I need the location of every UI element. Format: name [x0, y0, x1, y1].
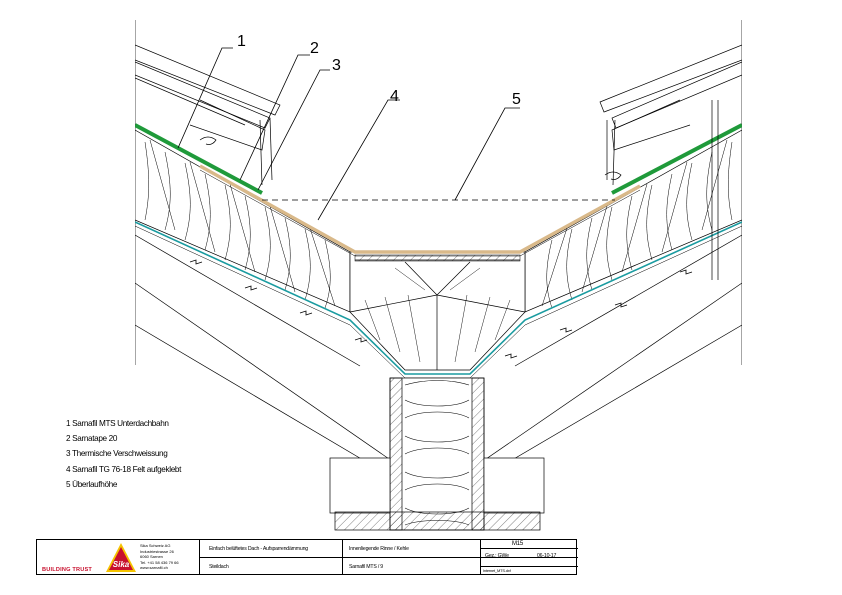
file-name: Internet_MTS.dxf: [483, 568, 511, 573]
roof-tiles-left: [135, 44, 281, 186]
brand-slogan: BUILDING TRUST: [42, 567, 93, 573]
legend-item: 1 Sarnafil MTS Unterdachbahn: [66, 419, 169, 428]
title-block: Einfach belüftetes Dach - Aufsparrendämm…: [36, 539, 578, 575]
callout-1: 1: [237, 33, 246, 50]
drawn-by: Gez.: GWe: [485, 553, 509, 559]
callout-5: 5: [512, 91, 521, 108]
detail-1: Innenliegende Rinne / Kehle: [349, 546, 409, 552]
drawing-code: M15: [512, 541, 524, 547]
drawing-date: 06-10-17: [537, 553, 557, 559]
legend-item: 4 Sarnafil TG 76-18 Felt aufgeklebt: [66, 464, 182, 474]
felt-layer: [199, 164, 641, 254]
insulation-left: [135, 129, 351, 313]
legend-item: 3 Thermische Verschweissung: [66, 449, 168, 459]
callout-leaders: [177, 47, 520, 221]
legend-item: 5 Überlaufhöhe: [66, 479, 118, 489]
support-post: [329, 377, 545, 531]
underlay-membrane-green: [135, 123, 742, 195]
gutter-center-block: [349, 251, 526, 371]
description-2: Steildach: [209, 564, 229, 570]
detail-2: Sarnafil MTS / 9: [349, 564, 383, 570]
callout-2: 2: [310, 40, 319, 57]
company-address: Sika Schweiz AG Industriestrasse 26 6060…: [140, 543, 179, 571]
callout-4: 4: [390, 88, 399, 105]
callout-3: 3: [332, 57, 341, 74]
roof-tiles-right: [599, 44, 742, 280]
legend: 1 Sarnafil MTS Unterdachbahn 2 Sarnatape…: [66, 416, 181, 492]
insulation-right: [524, 129, 742, 313]
roof-structure-lines: [135, 20, 742, 471]
callout-numbers: 1 2 3 4 5: [237, 33, 521, 108]
legend-item: 2 Sarnatape 20: [66, 434, 118, 444]
svg-text:Sika: Sika: [113, 560, 130, 569]
sika-logo: Sika: [106, 543, 136, 572]
description-1: Einfach belüftetes Dach - Aufsparrendämm…: [209, 546, 308, 552]
